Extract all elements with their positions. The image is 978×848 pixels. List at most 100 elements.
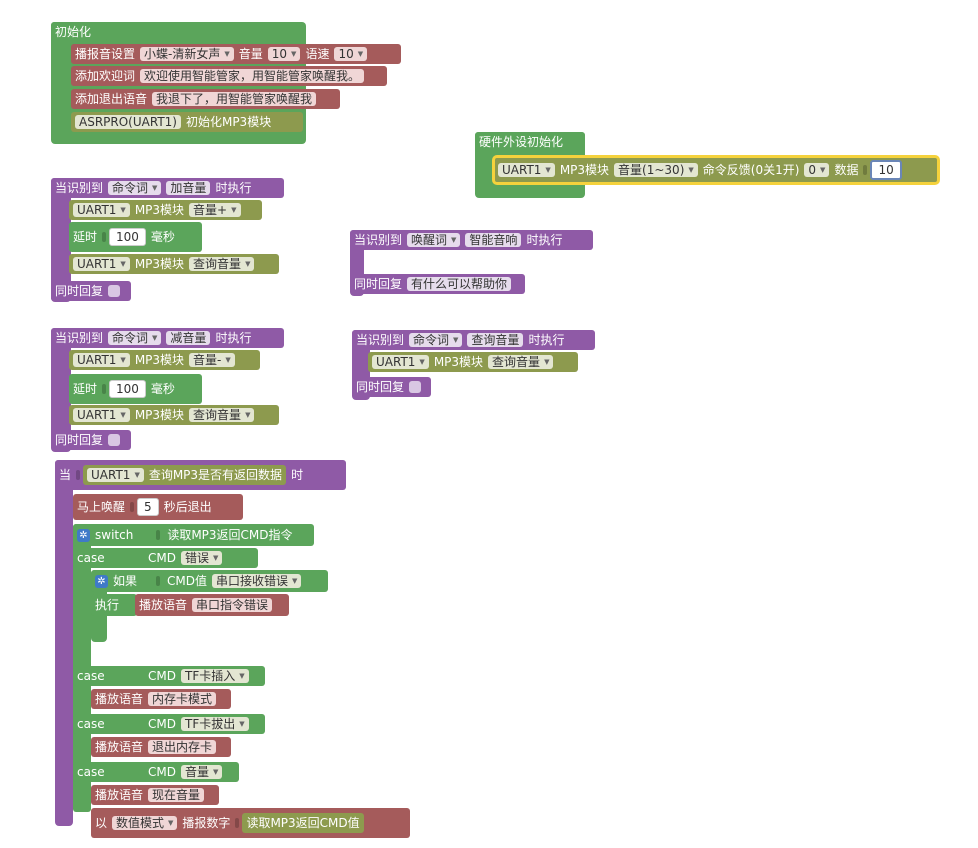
vol-down-reply-row[interactable]: 同时回复 <box>51 430 131 450</box>
vol-up-query-row[interactable]: UART1▼ MP3模块 查询音量▼ <box>69 254 279 274</box>
vol-up-block[interactable]: 当识别到 命令词▼ 加音量 时执行 UART1▼ MP3模块 音量+▼ 延时 1… <box>51 178 284 302</box>
vol-down-word-field[interactable]: 减音量 <box>166 331 211 345</box>
init-block[interactable]: 初始化 播报音设置 小蝶-清新女声▼ 音量 10▼ 语速 10▼ 添加欢迎词 欢… <box>51 22 401 144</box>
vol-down-mp3-row[interactable]: UART1▼ MP3模块 音量-▼ <box>69 350 260 370</box>
hw-mp3-row[interactable]: UART1▼ MP3模块 音量(1~30)▼ 命令反馈(0关1开) 0▼ 数据 … <box>492 155 940 185</box>
voice-dropdown[interactable]: 小蝶-清新女声▼ <box>140 47 234 61</box>
mp3-action-dropdown[interactable]: 查询音量▼ <box>488 355 554 369</box>
init-title: 初始化 <box>51 22 107 42</box>
speak-number-row[interactable]: 以 数值模式▼ 播报数字 读取MP3返回CMD值 <box>91 808 410 838</box>
vol-up-header[interactable]: 当识别到 命令词▼ 加音量 时执行 <box>51 178 284 198</box>
case-dropdown[interactable]: TF卡插入▼ <box>180 669 249 683</box>
play-row-4[interactable]: 播放语音 现在音量 <box>91 785 219 805</box>
play-row-2[interactable]: 播放语音 内存卡模式 <box>91 689 231 709</box>
uart-dropdown[interactable]: UART1▼ <box>73 203 130 217</box>
read-cmd-block[interactable]: 读取MP3返回CMD指令 <box>163 526 297 544</box>
event-condition[interactable]: UART1▼ 查询MP3是否有返回数据 <box>83 465 287 485</box>
if-header[interactable]: ✲ 如果 CMD值 串口接收错误▼ <box>91 570 328 592</box>
query-vol-word-field[interactable]: 查询音量 <box>467 333 524 347</box>
dropdown-arrow-icon: ▼ <box>451 236 457 244</box>
switch-block[interactable]: ✲ switch 读取MP3返回CMD指令 case CMD 错误▼ ✲ 如果 … <box>73 524 410 838</box>
vol-down-header[interactable]: 当识别到 命令词▼ 减音量 时执行 <box>51 328 284 348</box>
voice-setting-row[interactable]: 播报音设置 小蝶-清新女声▼ 音量 10▼ 语速 10▼ <box>71 44 401 64</box>
event-header[interactable]: 当 UART1▼ 查询MP3是否有返回数据 时 <box>55 460 346 490</box>
asrpro-row[interactable]: ASRPRO(UART1) 初始化MP3模块 <box>71 112 303 132</box>
gear-icon[interactable]: ✲ <box>77 528 90 542</box>
if-block[interactable]: ✲ 如果 CMD值 串口接收错误▼ 执行 播放语音 串口指令错误 <box>91 570 328 642</box>
reply-slot[interactable] <box>108 285 121 297</box>
uart-dropdown[interactable]: UART1▼ <box>73 408 130 422</box>
play-text-field[interactable]: 现在音量 <box>148 788 205 802</box>
vol-down-query-row[interactable]: UART1▼ MP3模块 查询音量▼ <box>69 405 279 425</box>
hw-init-block[interactable]: 硬件外设初始化 UART1▼ MP3模块 音量(1~30)▼ 命令反馈(0关1开… <box>475 132 940 198</box>
uart-dropdown[interactable]: UART1▼ <box>372 355 429 369</box>
mode-dropdown[interactable]: 数值模式▼ <box>112 816 178 830</box>
mp3-action-dropdown[interactable]: 查询音量▼ <box>189 257 255 271</box>
case-row-1[interactable]: case CMD 错误▼ <box>73 548 258 568</box>
speed-dropdown[interactable]: 10▼ <box>334 47 368 61</box>
play-text-field[interactable]: 串口指令错误 <box>192 598 273 612</box>
mp3-action-dropdown[interactable]: 音量-▼ <box>189 353 235 367</box>
case-dropdown[interactable]: 错误▼ <box>180 551 223 565</box>
cmd-value-block[interactable]: CMD值 串口接收错误▼ <box>163 572 306 590</box>
vol-up-word-field[interactable]: 加音量 <box>166 181 211 195</box>
delay-input[interactable]: 100 <box>109 380 146 398</box>
dropdown-arrow-icon: ▼ <box>213 768 219 776</box>
asrpro-field[interactable]: ASRPRO(UART1) <box>75 115 181 129</box>
case-row-3[interactable]: case CMD TF卡拔出▼ <box>73 714 265 734</box>
mp3-action-dropdown[interactable]: 音量+▼ <box>189 203 241 217</box>
vol-down-kind-dropdown[interactable]: 命令词▼ <box>108 331 162 345</box>
hw-feedback-dropdown[interactable]: 0▼ <box>804 163 830 177</box>
case-row-2[interactable]: case CMD TF卡插入▼ <box>73 666 265 686</box>
reply-slot[interactable] <box>409 381 422 393</box>
play-text-field[interactable]: 内存卡模式 <box>148 692 217 706</box>
welcome-row[interactable]: 添加欢迎词 欢迎使用智能管家，用智能管家唤醒我。 <box>71 66 387 86</box>
uart-dropdown[interactable]: UART1▼ <box>87 468 144 482</box>
uart-dropdown[interactable]: UART1▼ <box>73 257 130 271</box>
play-row-3[interactable]: 播放语音 退出内存卡 <box>91 737 231 757</box>
cmd-value-dropdown[interactable]: 串口接收错误▼ <box>212 574 302 588</box>
vol-down-block[interactable]: 当识别到 命令词▼ 减音量 时执行 UART1▼ MP3模块 音量-▼ 延时 1… <box>51 328 284 452</box>
case-row-4[interactable]: case CMD 音量▼ <box>73 762 239 782</box>
vol-up-delay-row[interactable]: 延时 100 毫秒 <box>69 222 202 252</box>
exit-row[interactable]: 添加退出语音 我退下了，用智能管家唤醒我 <box>71 89 340 109</box>
hw-uart-dropdown[interactable]: UART1▼ <box>498 163 555 177</box>
wake-reply-row[interactable]: 同时回复 有什么可以帮助你 <box>350 274 525 294</box>
exit-text-field[interactable]: 我退下了，用智能管家唤醒我 <box>152 92 317 106</box>
wake-now-row[interactable]: 马上唤醒 5 秒后退出 <box>73 494 243 520</box>
mp3-action-dropdown[interactable]: 查询音量▼ <box>189 408 255 422</box>
wake-block[interactable]: 当识别到 唤醒词▼ 智能音响 时执行 同时回复 有什么可以帮助你 <box>350 230 593 296</box>
query-vol-block[interactable]: 当识别到 命令词▼ 查询音量 时执行 UART1▼ MP3模块 查询音量▼ 同时… <box>352 330 595 400</box>
welcome-text-field[interactable]: 欢迎使用智能管家，用智能管家唤醒我。 <box>140 69 365 83</box>
switch-header[interactable]: ✲ switch 读取MP3返回CMD指令 <box>73 524 314 546</box>
hw-data-input[interactable]: 10 <box>870 160 902 180</box>
gear-icon[interactable]: ✲ <box>95 574 108 588</box>
reply-slot[interactable] <box>108 434 121 446</box>
play-text-field[interactable]: 退出内存卡 <box>148 740 217 754</box>
wake-word-field[interactable]: 智能音响 <box>465 233 522 247</box>
hw-option-dropdown[interactable]: 音量(1~30)▼ <box>614 163 698 177</box>
mp3-event-block[interactable]: 当 UART1▼ 查询MP3是否有返回数据 时 马上唤醒 5 秒后退出 ✲ sw… <box>55 460 410 838</box>
case-dropdown[interactable]: 音量▼ <box>180 765 223 779</box>
query-vol-header[interactable]: 当识别到 命令词▼ 查询音量 时执行 <box>352 330 595 350</box>
query-vol-kind-dropdown[interactable]: 命令词▼ <box>409 333 463 347</box>
vol-up-mp3-row[interactable]: UART1▼ MP3模块 音量+▼ <box>69 200 262 220</box>
welcome-label: 添加欢迎词 <box>75 69 136 83</box>
wake-seconds-input[interactable]: 5 <box>137 498 159 516</box>
wake-kind-dropdown[interactable]: 唤醒词▼ <box>407 233 461 247</box>
wake-header[interactable]: 当识别到 唤醒词▼ 智能音响 时执行 <box>350 230 593 250</box>
vol-down-delay-row[interactable]: 延时 100 毫秒 <box>69 374 202 404</box>
hw-module-label: MP3模块 <box>559 163 610 177</box>
delay-input[interactable]: 100 <box>109 228 146 246</box>
query-vol-mp3-row[interactable]: UART1▼ MP3模块 查询音量▼ <box>368 352 578 372</box>
vol-up-kind-dropdown[interactable]: 命令词▼ <box>108 181 162 195</box>
vol-up-reply-row[interactable]: 同时回复 <box>51 281 131 301</box>
wake-reply-field[interactable]: 有什么可以帮助你 <box>407 277 512 291</box>
query-vol-reply-row[interactable]: 同时回复 <box>352 377 431 397</box>
case-dropdown[interactable]: TF卡拔出▼ <box>180 717 249 731</box>
uart-dropdown[interactable]: UART1▼ <box>73 353 130 367</box>
volume-dropdown[interactable]: 10▼ <box>267 47 301 61</box>
read-value-block[interactable]: 读取MP3返回CMD值 <box>242 813 364 833</box>
dropdown-arrow-icon: ▼ <box>245 411 251 419</box>
play-row-1[interactable]: 播放语音 串口指令错误 <box>135 594 289 616</box>
